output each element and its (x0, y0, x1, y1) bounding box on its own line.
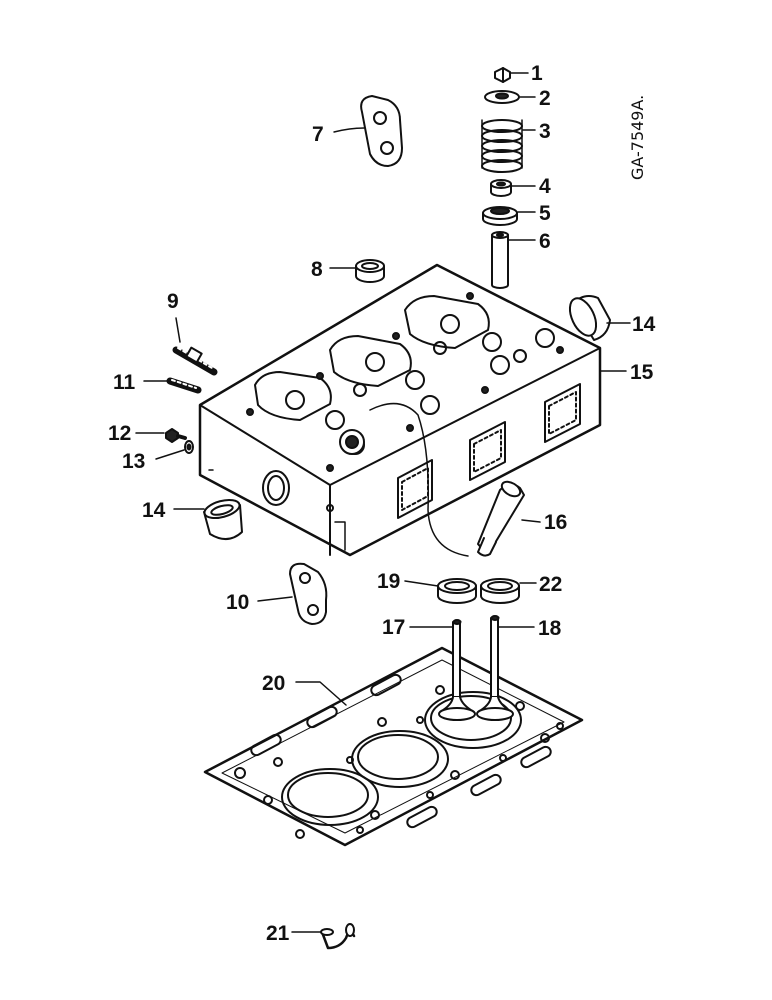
valve-guide-icon (491, 231, 509, 289)
callout-10: 10 (226, 591, 250, 614)
callout-20: 20 (262, 672, 286, 695)
valve-seat-insert-icon (437, 578, 477, 604)
leader-line (369, 402, 469, 557)
callout-1: 1 (531, 62, 543, 85)
callout-17: 17 (382, 616, 406, 639)
callout-2: 2 (539, 87, 551, 110)
head-gasket-icon (203, 646, 584, 847)
sleeve-icon (355, 259, 385, 283)
callout-7: 7 (312, 123, 324, 146)
valve-seal-icon (490, 179, 512, 197)
stud-icon (172, 346, 218, 376)
callout-14-right: 14 (632, 313, 656, 336)
callout-19: 19 (377, 570, 401, 593)
cylinder-head-icon (198, 263, 602, 557)
callout-3: 3 (539, 120, 551, 143)
callout-5: 5 (539, 202, 551, 225)
callout-6: 6 (539, 230, 551, 253)
screw-icon (165, 428, 187, 443)
lifting-plate-icon (289, 562, 328, 625)
lifting-plate-icon (360, 95, 403, 167)
callout-13: 13 (122, 450, 146, 473)
spring-seat-icon (482, 206, 518, 226)
elbow-fitting-icon (320, 923, 356, 950)
stud-icon (166, 377, 202, 394)
exhaust-valve-icon (476, 615, 514, 721)
valve-spring-icon (481, 119, 523, 173)
valve-seat-insert-icon (480, 578, 520, 604)
callout-15: 15 (630, 361, 654, 384)
callout-22: 22 (539, 573, 563, 596)
callout-8: 8 (311, 258, 323, 281)
callout-12: 12 (108, 422, 132, 445)
callout-11: 11 (113, 371, 136, 394)
drawing-code: GA-7549A. (628, 94, 647, 180)
intake-valve-icon (438, 619, 476, 721)
washer-icon (184, 440, 194, 454)
leader-lines (135, 72, 631, 933)
callout-4: 4 (539, 175, 551, 198)
callout-21: 21 (266, 922, 290, 945)
expansion-plug-icon (203, 498, 243, 540)
callout-18: 18 (538, 617, 562, 640)
valve-cap-icon (494, 67, 511, 83)
nozzle-sleeve-icon (477, 480, 525, 557)
spring-retainer-icon (484, 90, 520, 104)
callout-16: 16 (544, 511, 568, 534)
callout-9: 9 (167, 290, 179, 313)
callout-14-left: 14 (142, 499, 166, 522)
expansion-plug-icon (568, 295, 611, 341)
